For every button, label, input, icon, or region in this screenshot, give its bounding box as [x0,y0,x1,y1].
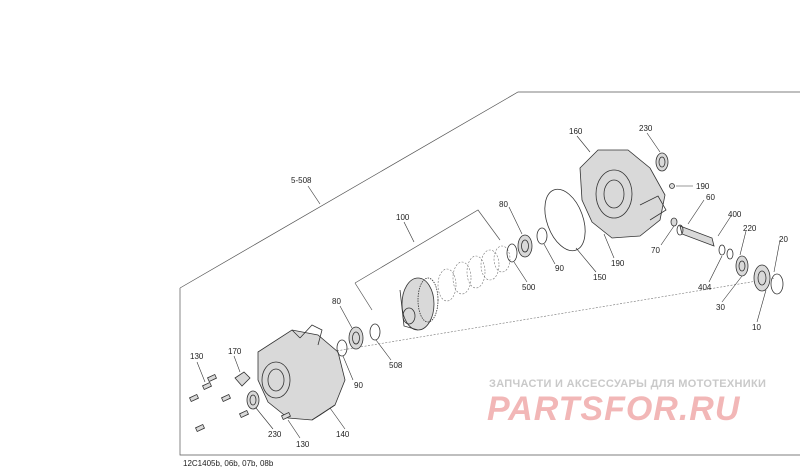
differential-assembly [399,277,439,331]
oil-seal-230-upper [655,152,669,172]
o-ring-150 [544,188,586,252]
label-90-lower: 90 [354,381,363,390]
label-10: 10 [752,323,761,332]
label-30: 30 [716,303,725,312]
label-400: 400 [728,210,742,219]
label-170: 170 [228,347,242,356]
circlip-90-lower [336,339,348,357]
label-508: 508 [389,361,403,370]
seal-20 [770,273,784,295]
leader-100 [403,221,415,243]
label-140: 140 [336,430,350,439]
label-150: 150 [593,273,607,282]
bearing-80-lower [348,326,364,350]
subassembly-bracket-100-left [354,282,373,311]
label-60: 60 [706,193,715,202]
label-190-upper: 190 [696,182,710,191]
label-160: 160 [569,127,583,136]
label-130-left: 130 [190,352,204,361]
label-90-upper: 90 [555,264,564,273]
subassembly-bracket-100 [354,209,501,284]
label-80-lower: 80 [332,297,341,306]
label-100: 100 [396,213,410,222]
shim-508 [369,323,381,341]
label-20: 20 [779,235,788,244]
assembly-bracket-5-508-top [179,91,800,289]
bearing-80-upper [517,234,533,258]
bearing-220 [735,255,749,277]
label-500: 500 [522,283,536,292]
plug-190 [669,183,675,189]
watermark-tagline: ЗАПЧАСТИ И АКСЕССУАРЫ ДЛЯ МОТОТЕХНИКИ [489,378,766,390]
bearing-30 [753,264,771,292]
label-230-upper: 230 [639,124,653,133]
watermark-brand: PARTSFOR.RU [487,390,741,428]
center-axis [329,277,776,353]
circlip-90-upper [536,227,548,245]
leader-5-508 [307,185,321,205]
label-70: 70 [651,246,660,255]
label-190-lower: 190 [611,259,625,268]
label-80-upper: 80 [499,200,508,209]
clip-170 [234,371,251,387]
pinion-shaft-60 [676,224,715,247]
rear-housing-140 [257,324,346,421]
leader-lines [196,132,781,439]
spacer-404 [718,244,726,256]
assembly-bracket-5-508 [179,288,800,456]
label-130-lower: 130 [296,440,310,449]
shim-500 [506,243,518,263]
washer-400 [726,248,734,260]
front-housing-160 [579,149,667,239]
nut-70 [670,217,678,227]
friction-discs [437,245,511,302]
drawing-code: 12C1405b, 06b, 07b, 08b [183,459,274,468]
label-220: 220 [743,224,757,233]
label-404: 404 [698,283,712,292]
bolts-130 [188,373,292,433]
oil-seal-230-lower [246,390,260,410]
label-230-lower: 230 [268,430,282,439]
label-5-508: 5-508 [291,176,312,185]
